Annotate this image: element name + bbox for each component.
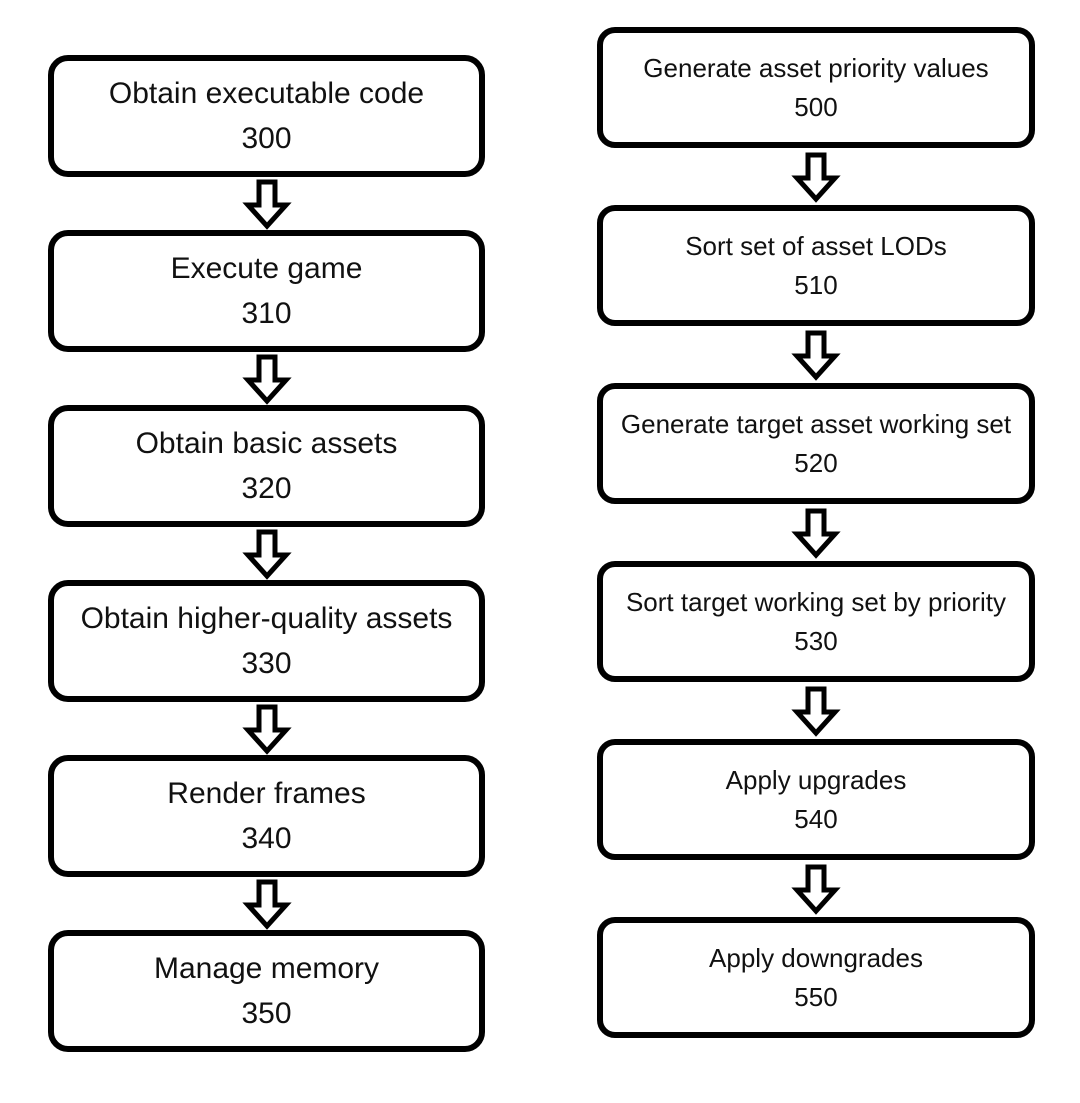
connector-510-to-520 <box>791 326 841 383</box>
down-block-arrow-icon <box>791 508 841 559</box>
connector-300-to-310 <box>241 177 292 230</box>
down-block-arrow-icon <box>241 704 292 755</box>
down-block-arrow-icon <box>241 179 292 230</box>
flow-step-350[interactable]: Manage memory 350 <box>48 930 485 1052</box>
flow-step-label: Execute game <box>170 252 363 285</box>
flow-step-label: Obtain higher-quality assets <box>80 602 453 635</box>
flow-column-right: Generate asset priority values 500 Sort … <box>597 27 1035 1038</box>
down-block-arrow-icon <box>791 864 841 915</box>
flow-step-320[interactable]: Obtain basic assets 320 <box>48 405 485 527</box>
connector-320-to-330 <box>241 527 292 580</box>
flow-step-number: 510 <box>794 269 838 300</box>
flow-step-540[interactable]: Apply upgrades 540 <box>597 739 1035 860</box>
flow-step-label: Sort set of asset LODs <box>685 230 947 261</box>
flow-step-label: Render frames <box>167 777 366 810</box>
flow-step-number: 530 <box>794 625 838 656</box>
flow-step-label: Apply downgrades <box>709 942 923 973</box>
connector-340-to-350 <box>241 877 292 930</box>
down-block-arrow-icon <box>791 686 841 737</box>
connector-330-to-340 <box>241 702 292 755</box>
connector-310-to-320 <box>241 352 292 405</box>
flow-step-number: 520 <box>794 447 838 478</box>
connector-540-to-550 <box>791 860 841 917</box>
flow-step-300[interactable]: Obtain executable code 300 <box>48 55 485 177</box>
flow-step-340[interactable]: Render frames 340 <box>48 755 485 877</box>
flow-step-number: 540 <box>794 803 838 834</box>
flow-step-label: Obtain executable code <box>108 77 425 110</box>
flow-step-number: 500 <box>794 91 838 122</box>
down-block-arrow-icon <box>791 152 841 203</box>
flow-step-label: Obtain basic assets <box>135 427 398 460</box>
flow-step-number: 550 <box>794 981 838 1012</box>
flow-step-500[interactable]: Generate asset priority values 500 <box>597 27 1035 148</box>
flow-step-330[interactable]: Obtain higher-quality assets 330 <box>48 580 485 702</box>
flow-step-310[interactable]: Execute game 310 <box>48 230 485 352</box>
down-block-arrow-icon <box>241 529 292 580</box>
flow-step-label: Generate target asset working set <box>620 408 1012 439</box>
flow-step-530[interactable]: Sort target working set by priority 530 <box>597 561 1035 682</box>
connector-500-to-510 <box>791 148 841 205</box>
flow-step-550[interactable]: Apply downgrades 550 <box>597 917 1035 1038</box>
flow-step-number: 330 <box>241 647 292 680</box>
flow-step-510[interactable]: Sort set of asset LODs 510 <box>597 205 1035 326</box>
connector-530-to-540 <box>791 682 841 739</box>
flow-step-label: Sort target working set by priority <box>625 586 1007 617</box>
connector-520-to-530 <box>791 504 841 561</box>
flow-step-520[interactable]: Generate target asset working set 520 <box>597 383 1035 504</box>
flow-step-label: Generate asset priority values <box>643 52 989 83</box>
flow-step-number: 300 <box>241 122 292 155</box>
down-block-arrow-icon <box>791 330 841 381</box>
flow-step-label: Apply upgrades <box>725 764 907 795</box>
flow-step-number: 320 <box>241 472 292 505</box>
flow-step-label: Manage memory <box>153 952 380 985</box>
down-block-arrow-icon <box>241 354 292 405</box>
flow-column-left: Obtain executable code 300 Execute game … <box>48 55 485 1052</box>
flow-step-number: 340 <box>241 822 292 855</box>
flow-step-number: 310 <box>241 297 292 330</box>
flow-step-number: 350 <box>241 997 292 1030</box>
down-block-arrow-icon <box>241 879 292 930</box>
